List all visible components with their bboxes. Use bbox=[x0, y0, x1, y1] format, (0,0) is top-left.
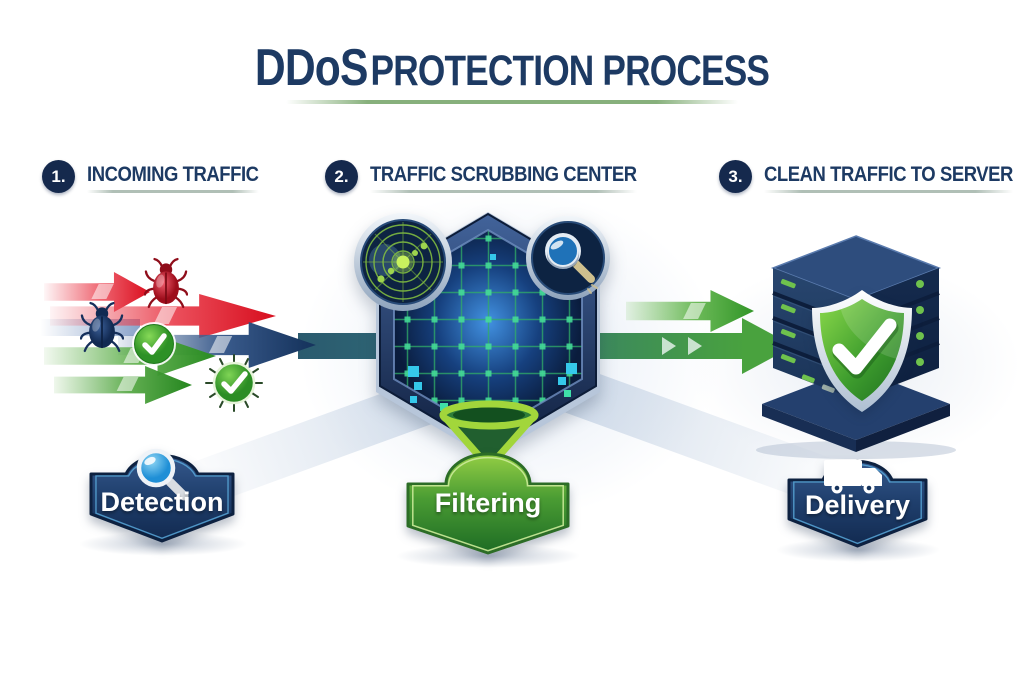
step-number-badge: 1. bbox=[42, 160, 75, 193]
filtering-label: Filtering bbox=[434, 488, 542, 518]
clean-arrow-2 bbox=[54, 366, 192, 404]
radar-icon bbox=[354, 213, 452, 311]
filtering-badge bbox=[406, 452, 570, 555]
step-label: TRAFFIC SCRUBBING CENTER bbox=[370, 163, 637, 186]
step-number-badge: 3. bbox=[719, 160, 752, 193]
detection-badge bbox=[89, 448, 235, 543]
title-main: DDoS bbox=[254, 39, 369, 97]
detection-label: Detection bbox=[100, 487, 224, 517]
step-underline bbox=[764, 190, 1013, 193]
step-underline bbox=[370, 190, 637, 193]
delivery-label: Delivery bbox=[804, 490, 911, 520]
title-underline bbox=[286, 100, 738, 104]
step-number-badge: 2. bbox=[325, 160, 358, 193]
delivery-badge bbox=[787, 459, 928, 548]
step-header-incoming-traffic: 1. INCOMING TRAFFIC bbox=[42, 160, 282, 193]
step-underline bbox=[87, 190, 259, 193]
bug-icon-navy bbox=[80, 301, 124, 353]
step-header-clean-traffic: 3. CLEAN TRAFFIC TO SERVER bbox=[719, 160, 1024, 193]
server-led-lights bbox=[780, 279, 924, 393]
magnifier-icon bbox=[136, 448, 189, 501]
magnifier-icon bbox=[526, 216, 610, 300]
page-title: DDoS PROTECTION PROCESS bbox=[0, 38, 1024, 104]
step-label: CLEAN TRAFFIC TO SERVER bbox=[764, 163, 1013, 186]
truck-icon bbox=[824, 460, 882, 494]
spiky-check-icon bbox=[205, 354, 263, 412]
step-header-scrubbing-center: 2. TRAFFIC SCRUBBING CENTER bbox=[325, 160, 673, 193]
check-circle-icon bbox=[132, 322, 176, 366]
shield-check-icon bbox=[812, 290, 912, 412]
step-label: INCOMING TRAFFIC bbox=[87, 163, 259, 186]
bug-icon-red bbox=[144, 257, 188, 309]
scrubbing-center-hexagon bbox=[354, 212, 610, 458]
title-sub: PROTECTION PROCESS bbox=[370, 47, 770, 95]
